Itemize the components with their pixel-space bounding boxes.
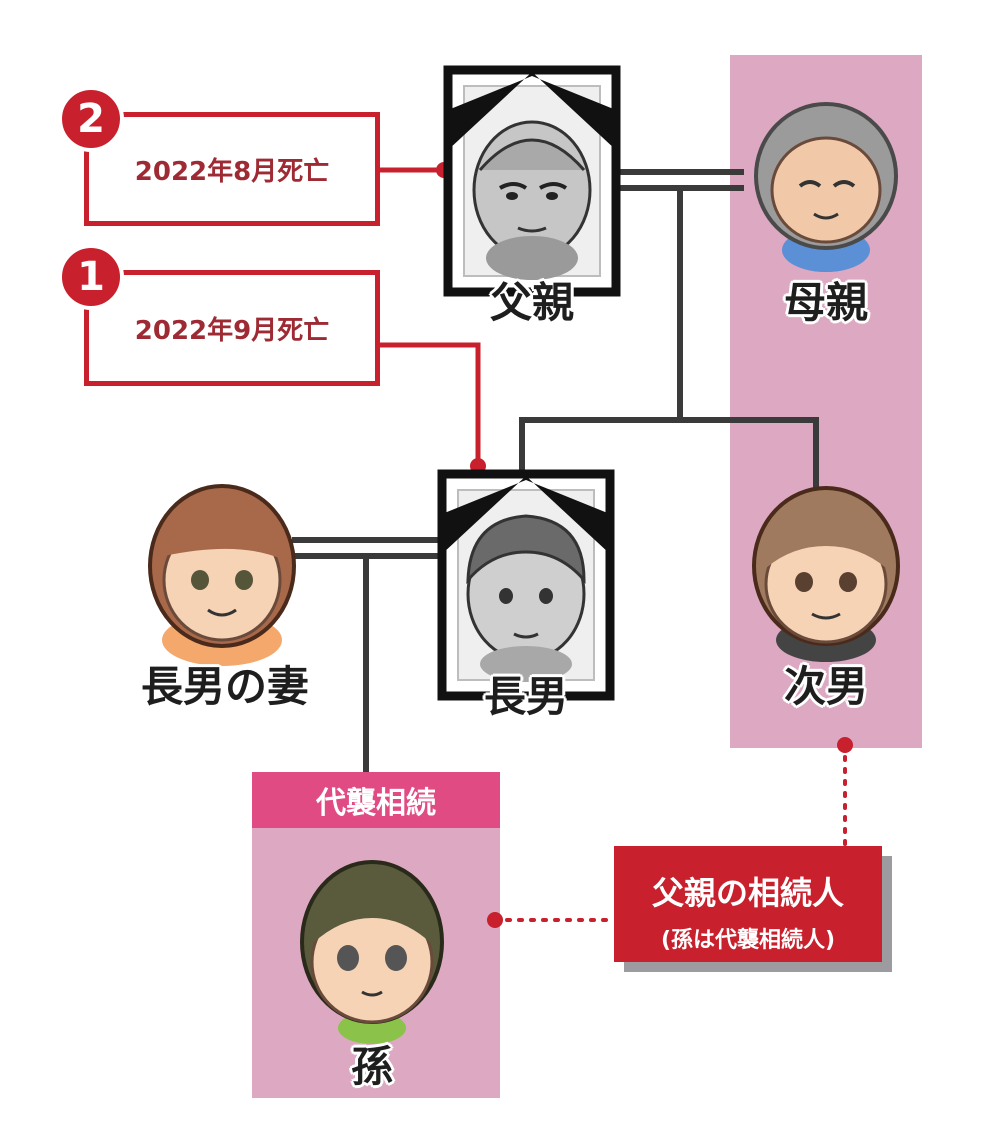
second-son-avatar xyxy=(752,486,900,662)
heir-note-sub: (孫は代襲相続人) xyxy=(660,928,836,953)
label-second-son: 次男 xyxy=(783,662,868,711)
children-branch xyxy=(519,188,819,488)
daishu-title: 代襲相続 xyxy=(252,772,500,828)
mother-avatar xyxy=(754,102,898,272)
eldest-son-wife-avatar xyxy=(148,484,296,666)
death-date-father: 2022年8月死亡 xyxy=(84,112,380,226)
death-order-badge-father: 2 xyxy=(58,86,124,152)
marriage-line-eldest xyxy=(292,537,442,772)
death-order-badge-eldest-son: 1 xyxy=(58,244,124,310)
dot-grandchild xyxy=(487,912,503,928)
heir-note-box: 父親の相続人 (孫は代襲相続人) xyxy=(614,846,882,962)
heir-note-main: 父親の相続人 xyxy=(651,874,844,912)
marriage-line-parents xyxy=(620,169,744,191)
grandchild-avatar xyxy=(300,860,444,1044)
dotted-connector xyxy=(493,743,847,922)
eldest-son-portrait xyxy=(437,469,615,701)
label-mother: 母親 xyxy=(783,278,868,327)
father-portrait xyxy=(443,65,621,297)
dot-second-son xyxy=(837,737,853,753)
label-father: 父親 xyxy=(489,278,574,327)
death-date-eldest-son: 2022年9月死亡 xyxy=(84,270,380,386)
label-grandchild: 孫 xyxy=(350,1042,393,1091)
death-connector-eldest xyxy=(378,342,481,466)
label-eldest-son-wife: 長男の妻 xyxy=(140,662,309,711)
label-eldest-son: 長男 xyxy=(483,672,568,721)
